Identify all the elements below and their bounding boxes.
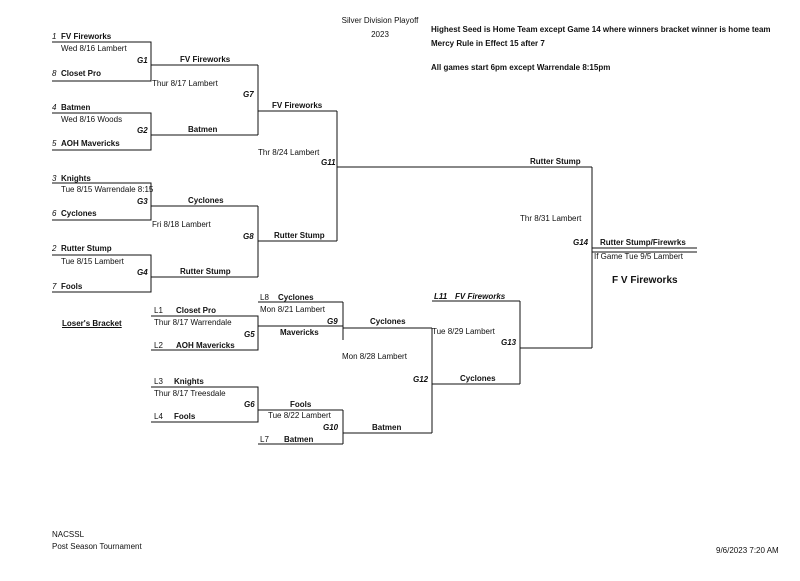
loser-code: L8 bbox=[260, 293, 269, 302]
game-info: Fri 8/18 Lambert bbox=[152, 220, 211, 229]
game-info: Wed 8/16 Woods bbox=[61, 115, 123, 124]
game-winner: Rutter Stump bbox=[530, 157, 581, 166]
game-winner: FV Fireworks bbox=[272, 101, 323, 110]
loser-team: Closet Pro bbox=[176, 306, 217, 315]
loser-code: L4 bbox=[154, 412, 163, 421]
game-info: Wed 8/16 Lambert bbox=[61, 44, 127, 53]
loser-team: AOH Mavericks bbox=[176, 341, 235, 350]
game-info: Tue 8/15 Lambert bbox=[61, 257, 124, 266]
game-info: Mon 8/21 Lambert bbox=[260, 305, 325, 314]
champion-label: F V Fireworks bbox=[612, 275, 678, 286]
seed-number: 7 bbox=[52, 282, 57, 291]
game-label: G4 bbox=[137, 268, 148, 277]
game-info: Tue 8/29 Lambert bbox=[432, 327, 495, 336]
rules-note-start-time: All games start 6pm except Warrendale 8:… bbox=[431, 63, 611, 72]
game-info: Thr 8/31 Lambert bbox=[520, 214, 582, 223]
seed-number: 8 bbox=[52, 69, 57, 78]
game-label: G6 bbox=[244, 400, 255, 409]
game-label: G12 bbox=[413, 375, 429, 384]
seed-team: Fools bbox=[61, 282, 83, 291]
game-label: G13 bbox=[501, 338, 517, 347]
game-label: G1 bbox=[137, 56, 148, 65]
game-info: Thr 8/24 Lambert bbox=[258, 148, 320, 157]
seed-team: AOH Mavericks bbox=[61, 139, 120, 148]
game-winner: Cyclones bbox=[370, 317, 406, 326]
seed-number: 3 bbox=[52, 174, 57, 183]
game-label: G9 bbox=[327, 317, 338, 326]
game-winner: Fools bbox=[290, 400, 312, 409]
game-label: G14 bbox=[573, 238, 589, 247]
loser-team: Knights bbox=[174, 377, 204, 386]
rules-note-home-team: Highest Seed is Home Team except Game 14… bbox=[431, 25, 771, 34]
loser-code: L7 bbox=[260, 435, 269, 444]
year-label: 2023 bbox=[371, 30, 389, 39]
seed-team: Closet Pro bbox=[61, 69, 102, 78]
game-winner: Mavericks bbox=[280, 328, 319, 337]
losers-bracket-title: Loser's Bracket bbox=[62, 319, 122, 328]
game-winner: Rutter Stump bbox=[274, 231, 325, 240]
seed-team: Knights bbox=[61, 174, 91, 183]
seed-number: 4 bbox=[52, 103, 57, 112]
seed-number: 5 bbox=[52, 139, 57, 148]
game-winner: Rutter Stump bbox=[180, 267, 231, 276]
seed-number: 2 bbox=[52, 244, 57, 253]
loser-team: Fools bbox=[174, 412, 196, 421]
game-info: Thur 8/17 Warrendale bbox=[154, 318, 232, 327]
game-info: Tue 8/22 Lambert bbox=[268, 411, 331, 420]
game-label: G10 bbox=[323, 423, 339, 432]
game-info: Mon 8/28 Lambert bbox=[342, 352, 407, 361]
game-winner: Rutter Stump/Firewrks bbox=[600, 238, 686, 247]
loser-code: L3 bbox=[154, 377, 163, 386]
game-winner: Cyclones bbox=[188, 196, 224, 205]
seed-team: FV Fireworks bbox=[61, 32, 112, 41]
game-info: Tue 8/15 Warrendale 8:15 bbox=[61, 185, 154, 194]
footer-timestamp: 9/6/2023 7:20 AM bbox=[716, 546, 779, 555]
seed-team: Rutter Stump bbox=[61, 244, 112, 253]
page-title: Silver Division Playoff bbox=[341, 16, 419, 25]
seed-number: 1 bbox=[52, 32, 57, 41]
game-label: G7 bbox=[243, 90, 254, 99]
game-label: G2 bbox=[137, 126, 148, 135]
game-label: G11 bbox=[321, 158, 336, 167]
loser-code: L2 bbox=[154, 341, 163, 350]
rules-note-mercy: Mercy Rule in Effect 15 after 7 bbox=[431, 39, 545, 48]
seed-team: Cyclones bbox=[61, 209, 97, 218]
loser-team: Cyclones bbox=[278, 293, 314, 302]
game-winner: FV Fireworks bbox=[180, 55, 231, 64]
seed-team: Batmen bbox=[61, 103, 91, 112]
game-label: G3 bbox=[137, 197, 148, 206]
footer-org: NACSSL bbox=[52, 530, 85, 539]
seed-number: 6 bbox=[52, 209, 57, 218]
game-label: G5 bbox=[244, 330, 255, 339]
if-game-info: If Game Tue 9/5 Lambert bbox=[594, 252, 683, 261]
game-label: G8 bbox=[243, 232, 254, 241]
game-winner: Batmen bbox=[372, 423, 402, 432]
loser-team: FV Fireworks bbox=[455, 292, 506, 301]
game-winner: Cyclones bbox=[460, 374, 496, 383]
loser-code: L11 bbox=[434, 292, 448, 301]
loser-team: Batmen bbox=[284, 435, 314, 444]
game-info: Thur 8/17 Lambert bbox=[152, 79, 218, 88]
game-info: Thur 8/17 Treesdale bbox=[154, 389, 226, 398]
loser-code: L1 bbox=[154, 306, 163, 315]
footer-event: Post Season Tournament bbox=[52, 542, 142, 551]
game-winner: Batmen bbox=[188, 125, 218, 134]
